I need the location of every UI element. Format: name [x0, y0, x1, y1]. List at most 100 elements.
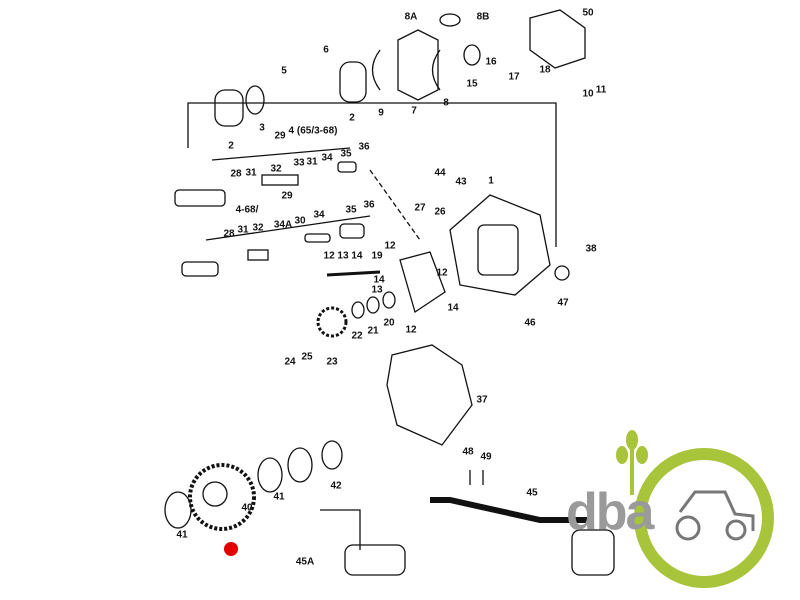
part-label: 36 [358, 141, 370, 153]
part-label: 7 [411, 105, 417, 117]
part-label: 37 [476, 394, 488, 406]
pump-gear-part [214, 89, 244, 127]
part-label: 8 [443, 97, 449, 109]
part-label: 18 [539, 64, 551, 76]
part-label: 14 [373, 274, 385, 286]
logo-ring [634, 448, 774, 588]
part-label: 36 [363, 199, 375, 211]
part-label: 12 [436, 267, 448, 279]
washer-part [351, 301, 365, 319]
oil-pickup-tube [430, 497, 590, 523]
part-label: 49 [480, 451, 492, 463]
washer-part [382, 291, 396, 309]
part-label: 45A [295, 556, 315, 568]
part-label: 34A [273, 219, 293, 231]
part-label: 4-68/ [235, 204, 259, 216]
part-label: 46 [524, 317, 536, 329]
part-label: 29 [274, 130, 286, 142]
gear-part [188, 463, 256, 531]
part-label: 43 [455, 176, 467, 188]
part-label: 38 [585, 243, 597, 255]
part-label: 2 [228, 140, 234, 152]
leader-line [211, 147, 351, 161]
part-label: 2 [349, 112, 355, 124]
part-label: 29 [281, 190, 293, 202]
ring-part [554, 265, 570, 281]
spring-part [261, 174, 299, 186]
part-label: 3 [259, 122, 265, 134]
part-label: 5 [281, 65, 287, 77]
screen-part [344, 544, 406, 576]
spring-part [247, 249, 269, 261]
washer-part [366, 296, 380, 314]
part-label: 14 [447, 302, 459, 314]
plate-part [399, 251, 446, 314]
tractor-icon [675, 490, 755, 541]
part-label: 44 [434, 167, 446, 179]
part-label: 21 [367, 325, 379, 337]
part-label: 12 [405, 324, 417, 336]
part-label: 45 [526, 487, 538, 499]
part-label: 41 [176, 529, 188, 541]
sprocket-part [316, 306, 348, 338]
part-label: 22 [351, 330, 363, 342]
part-label: 8B [476, 11, 490, 23]
part-label: 47 [557, 297, 569, 309]
oil-screen-part [571, 529, 615, 576]
part-label: 12 [384, 240, 396, 252]
bolt-part [326, 270, 381, 277]
leader-line [205, 215, 371, 241]
part-label: 35 [340, 148, 352, 160]
gasket-part [386, 344, 473, 446]
part-label: 50 [582, 7, 594, 19]
part-label: 33 [293, 157, 305, 169]
part-label: 34 [321, 152, 333, 164]
part-label: 8A [404, 11, 418, 23]
part-label: 32 [270, 163, 282, 175]
part-label: 35 [345, 204, 357, 216]
plate-part [529, 9, 586, 69]
part-label: 17 [508, 71, 520, 83]
leader-frame [187, 102, 557, 247]
part-label: 25 [301, 351, 313, 363]
part-label: 31 [237, 224, 249, 236]
ring-part [287, 447, 313, 483]
ring-part [257, 457, 283, 493]
part-label: 30 [294, 215, 306, 227]
wheat-icon [616, 430, 648, 495]
part-label: 11 [595, 84, 607, 96]
part-label: 40 [241, 502, 253, 514]
gear-part [463, 44, 481, 66]
part-label: 34 [313, 209, 325, 221]
part-label: 16 [485, 56, 497, 68]
part-label: 32 [252, 222, 264, 234]
tube-part [320, 509, 361, 550]
ring-part [164, 491, 192, 529]
part-label: 20 [383, 317, 395, 329]
part-label: 41 [273, 491, 285, 503]
snap-ring-part [321, 440, 343, 470]
logo-text: dba [566, 483, 654, 541]
gear-part [245, 85, 265, 115]
leader-line [369, 169, 421, 241]
plug-part [339, 223, 365, 239]
part-label: 27 [414, 202, 426, 214]
part-label: 28 [223, 228, 235, 240]
part-label: 4 (65/3-68) [288, 125, 338, 137]
part-label: 31 [306, 156, 318, 168]
valve-bolt-part [174, 189, 226, 207]
part-label: 28 [230, 168, 242, 180]
part-label: 48 [462, 446, 474, 458]
plunger-part [304, 233, 331, 243]
part-label: 31 [245, 167, 257, 179]
plug-part [337, 161, 357, 173]
pump-housing-part [449, 194, 551, 296]
part-label: 13 [371, 284, 383, 296]
housing-face [477, 224, 519, 276]
part-label: 1 [488, 175, 494, 187]
part-label: 6 [323, 44, 329, 56]
part-label: 23 [326, 356, 338, 368]
highlight-marker [224, 542, 238, 556]
